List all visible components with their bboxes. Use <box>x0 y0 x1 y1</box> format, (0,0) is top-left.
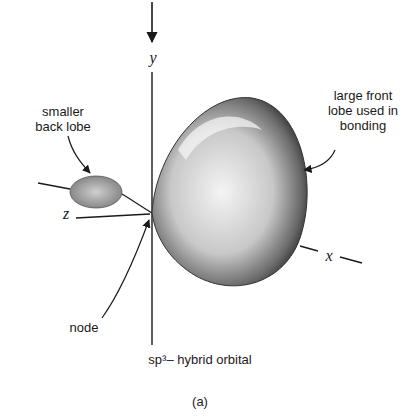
part-label: large front lobe used in bonding <box>322 88 404 133</box>
back-lobe <box>70 176 122 208</box>
part-label: node <box>62 320 106 335</box>
caption-label: (a) <box>180 394 220 409</box>
leader-line <box>102 220 149 318</box>
figure-label: sp³– hybrid orbital <box>120 352 280 367</box>
part-label: smaller back lobe <box>30 104 96 134</box>
front-lobe <box>152 98 307 286</box>
x-axis-back <box>38 183 70 189</box>
leader-line <box>304 150 335 170</box>
x-axis <box>300 246 318 251</box>
axis-label: z <box>58 206 74 221</box>
axis-label: x <box>321 248 337 263</box>
leader-line <box>68 136 90 173</box>
view-arrow <box>151 2 153 42</box>
axis-label: y <box>145 50 161 65</box>
z-axis <box>76 214 150 218</box>
